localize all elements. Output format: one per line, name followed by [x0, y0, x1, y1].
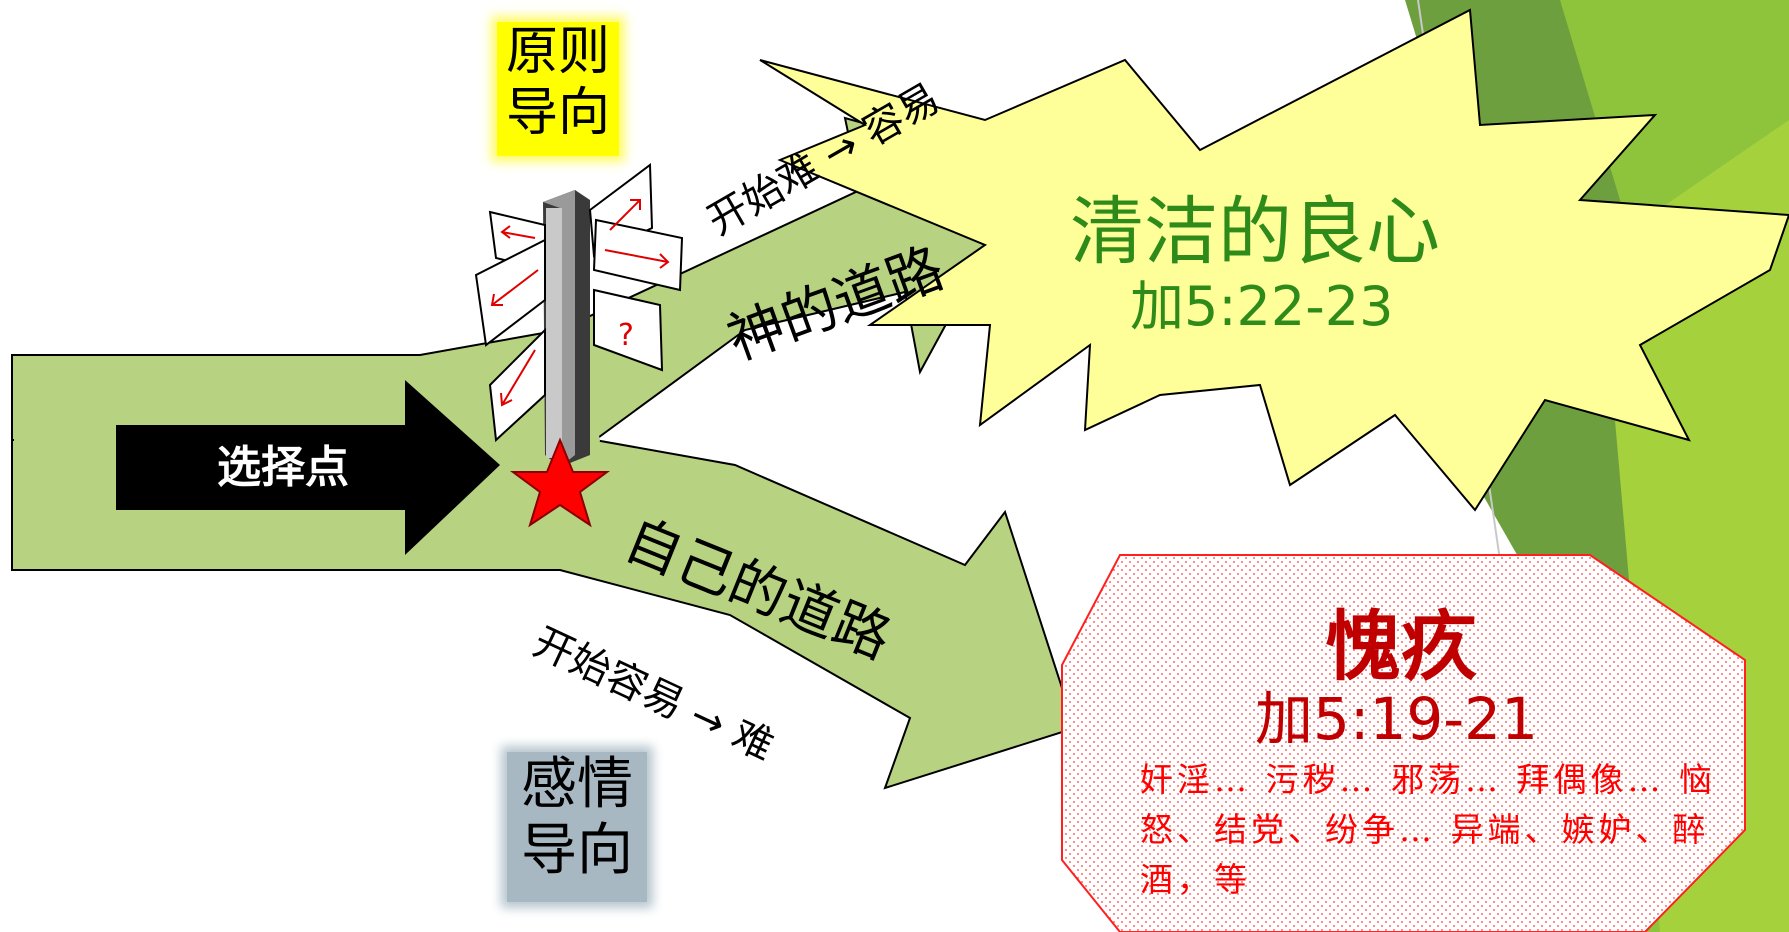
emotion-badge-line1: 感情: [521, 752, 633, 817]
emotion-badge-line2: 导向: [521, 818, 633, 884]
guilt-sin-list: 奸淫… 污秽… 邪荡… 拜偶像… 恼怒、结党、纷争… 异端、嫉妒、醉酒，等: [1140, 760, 1716, 899]
choice-point-label: 选择点: [217, 442, 349, 493]
guilt-title: 愧疚: [1325, 602, 1477, 691]
emotion-oriented-badge: 感情 导向: [507, 752, 647, 902]
star-icon: [509, 437, 611, 528]
choice-arrow: [116, 380, 500, 555]
conscience-burst: [759, 8, 1789, 512]
principle-badge-line2: 导向: [505, 83, 610, 144]
principle-badge-line1: 原则: [505, 22, 610, 82]
clean-conscience-reference: 加5:22-23: [1130, 275, 1394, 338]
guilt-octagon: [1061, 554, 1746, 932]
signpost-icon: ?: [474, 163, 684, 467]
svg-text:?: ?: [618, 318, 634, 353]
principle-oriented-badge: 原则 导向: [497, 22, 619, 156]
guilt-reference: 加5:19-21: [1255, 685, 1538, 753]
clean-conscience-title: 清洁的良心: [1070, 189, 1440, 275]
